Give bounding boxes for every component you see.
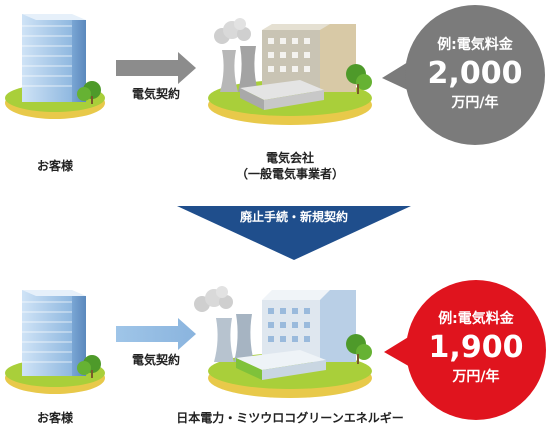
bubble-top-heading: 例:電気料金 (437, 37, 513, 53)
customer-building-illustration-bottom (5, 290, 105, 394)
transition-label: 廃止手続・新規契約 (239, 210, 348, 224)
company-label-bottom: 日本電力・ミツウロコグリーンエネルギー (176, 411, 404, 425)
customer-label-bottom: お客様 (36, 411, 73, 425)
transition-banner (177, 206, 411, 260)
power-plant-illustration-bottom (194, 286, 372, 398)
company-label-top-line2: （一般電気事業者） (235, 167, 344, 181)
customer-label-top: お客様 (36, 159, 73, 173)
contract-arrow-bottom (116, 318, 196, 350)
bubble-top-unit: 万円/年 (451, 95, 499, 111)
power-plant-illustration-top (208, 18, 372, 125)
bubble-bottom-amount: 1,900 (428, 330, 524, 365)
bubble-bottom-unit: 万円/年 (452, 369, 500, 385)
bubble-bottom-heading: 例:電気料金 (438, 311, 514, 327)
contract-arrow-top (116, 52, 196, 84)
price-bubble-bottom (384, 280, 546, 420)
contract-label-top: 電気契約 (131, 87, 180, 101)
bubble-top-amount: 2,000 (427, 56, 523, 91)
company-label-top-line1: 電気会社 (265, 151, 314, 165)
customer-building-illustration-top (5, 14, 105, 119)
price-bubble-top (382, 5, 545, 145)
contract-label-bottom: 電気契約 (131, 353, 180, 367)
